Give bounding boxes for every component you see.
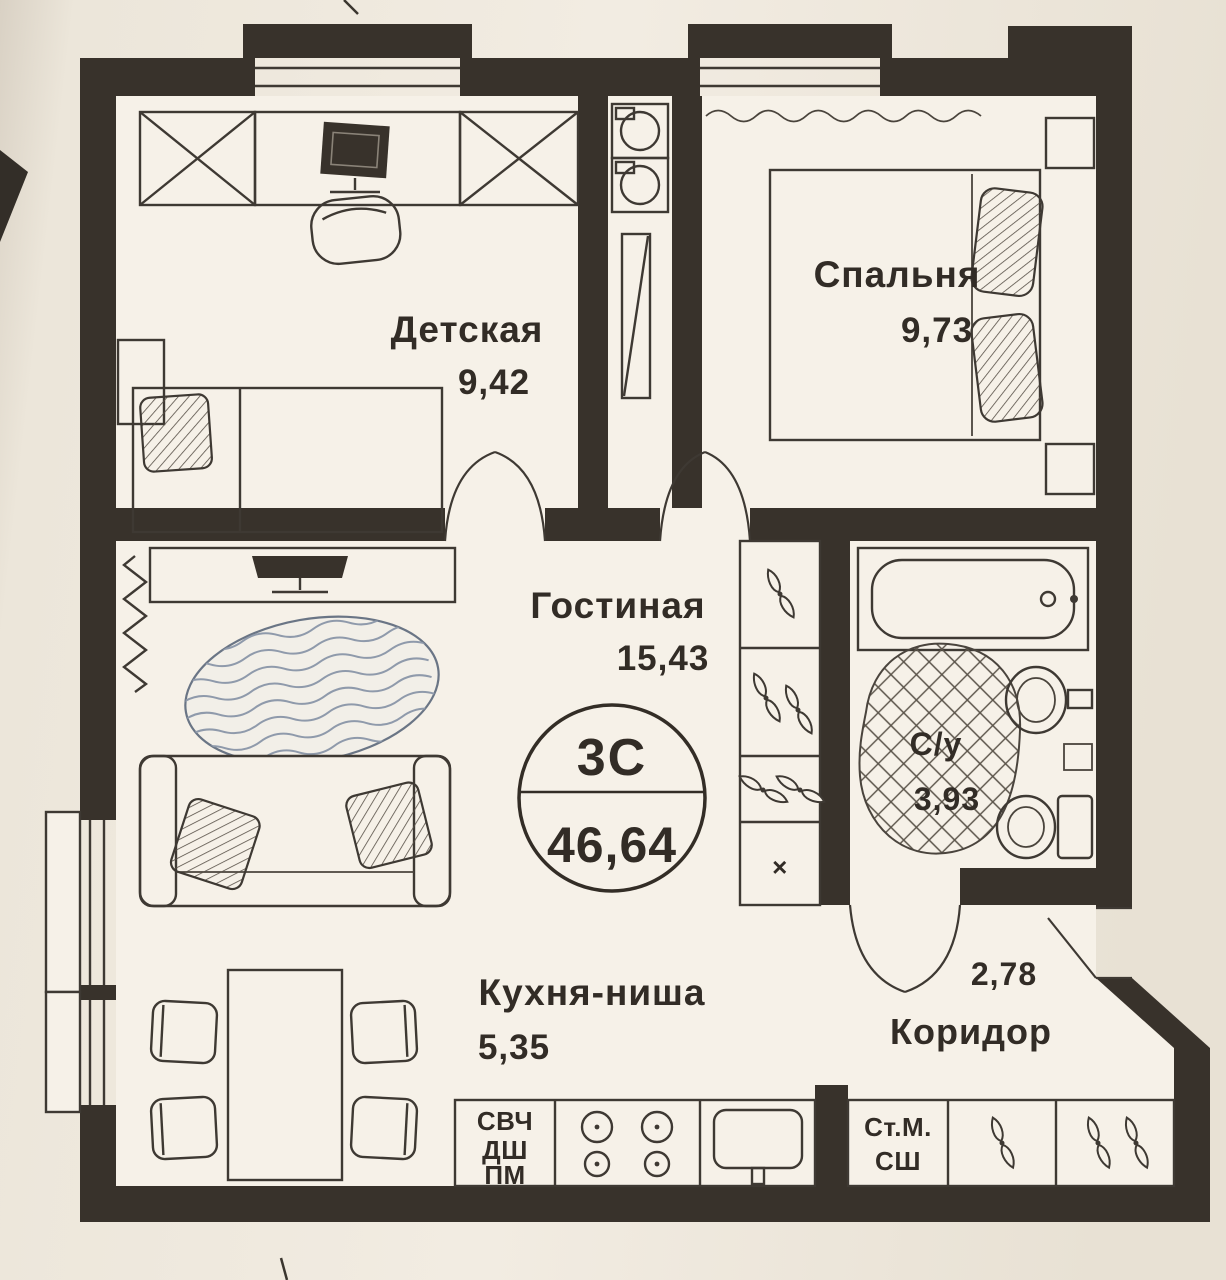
door-arcs — [443, 450, 1132, 994]
room-area-kitchen: 5,35 — [478, 1028, 550, 1067]
corner-slab — [1008, 26, 1132, 58]
desk-chair — [310, 194, 402, 266]
room-label-detskaya: Детская — [391, 309, 544, 350]
room-area-detskaya: 9,42 — [458, 363, 530, 402]
kitchen-unit-label: ДШ — [482, 1135, 528, 1165]
wardrobe — [458, 110, 580, 207]
pillow — [970, 312, 1044, 423]
room-label-bathroom: С/у — [910, 726, 963, 762]
kitchen-furniture — [149, 968, 817, 1188]
curtain — [705, 109, 982, 123]
spalnya-furniture — [705, 109, 1096, 496]
shower-area — [858, 642, 1022, 855]
window-box — [44, 810, 82, 994]
radiator — [122, 555, 149, 693]
plan-badge: 3С 46,64 — [517, 703, 707, 893]
bathroom-door-arc — [848, 904, 906, 994]
windows — [44, 66, 880, 1114]
hall-unit-label: Ст.М. — [864, 1112, 932, 1142]
kitchen-unit-labels: СВЧ ДШ ПМ — [477, 1106, 533, 1190]
kitchen-counter — [453, 1098, 817, 1188]
chair — [149, 1095, 219, 1161]
room-area-bathroom: 3,93 — [914, 781, 980, 817]
tv-stand — [148, 546, 457, 604]
bathroom-fixtures — [856, 546, 1094, 860]
room-area-gostinaya: 15,43 — [617, 639, 710, 678]
detskaya-furniture — [116, 110, 580, 534]
room-label-gostinaya: Гостиная — [530, 585, 705, 626]
kitchen-sink — [712, 1108, 804, 1186]
total-area: 46,64 — [547, 817, 677, 873]
pillow — [139, 393, 213, 473]
entry-door-leaf — [1047, 917, 1097, 979]
wardrobe-column: × — [736, 539, 828, 907]
room-labels: Детская 9,42 Спальня 9,73 Гостиная 15,43… — [391, 254, 1052, 1067]
towel-rail — [1063, 743, 1093, 771]
mirror — [620, 232, 652, 400]
nightstand — [1044, 116, 1096, 170]
photo-artifacts — [0, 0, 359, 1280]
dining-table — [226, 968, 344, 1182]
sofa-pillow — [345, 781, 433, 870]
window-box — [44, 990, 82, 1114]
window-sill-slab — [243, 24, 472, 58]
plan-code: 3С — [577, 729, 647, 787]
utility-shaft — [610, 102, 670, 400]
chair — [349, 1095, 419, 1161]
interior-walls — [116, 96, 1096, 1186]
window-sill-slab — [688, 24, 892, 58]
chamfered-wall — [1096, 978, 1210, 1048]
room-area-corridor: 2,78 — [971, 956, 1037, 992]
gostinaya-furniture — [122, 546, 457, 908]
kitchen-unit-label: СВЧ — [477, 1106, 533, 1136]
chair — [149, 999, 219, 1065]
spalnya-door-arc — [658, 450, 706, 542]
double-bed — [768, 168, 1042, 442]
bed — [131, 386, 444, 534]
sink — [1004, 665, 1068, 735]
hall-unit-label: СШ — [875, 1146, 921, 1176]
exterior-walls — [80, 24, 1210, 1222]
monitor — [320, 121, 390, 179]
cross-mark: × — [772, 852, 788, 882]
stove — [580, 1110, 674, 1178]
detskaya-door-arc — [443, 450, 496, 542]
chair — [349, 999, 419, 1065]
hall-wardrobe: Ст.М. СШ — [846, 1098, 1176, 1188]
sofa-pillow — [169, 797, 261, 891]
toilet-tank — [1056, 794, 1094, 860]
room-label-spalnya: Спальня — [814, 254, 981, 295]
room-label-corridor: Коридор — [890, 1011, 1052, 1052]
toilet — [995, 794, 1057, 860]
room-area-spalnya: 9,73 — [901, 311, 973, 350]
tv — [252, 556, 348, 578]
room-label-kitchen: Кухня-ниша — [479, 972, 706, 1013]
nightstand — [1044, 442, 1096, 496]
kitchen-unit-label: ПМ — [484, 1160, 525, 1190]
pillow — [970, 187, 1044, 298]
